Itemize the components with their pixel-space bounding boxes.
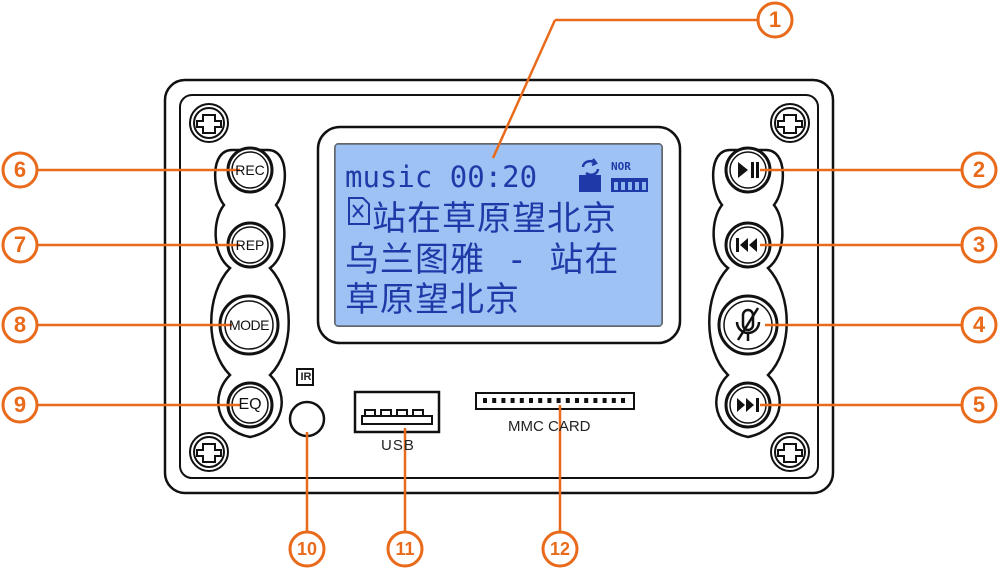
mmc-card-slot[interactable] (475, 392, 635, 410)
mmc-pin (519, 398, 524, 403)
next-track-button[interactable] (724, 381, 772, 429)
mmc-pin (501, 398, 506, 403)
rec-button-label: REC (235, 162, 265, 178)
callout-9: 9 (13, 392, 27, 417)
callout-11: 11 (395, 539, 415, 559)
callout-10: 10 (296, 539, 318, 559)
mode-button-label: MODE (229, 317, 270, 333)
lcd-eq-mode-badge: NOR (611, 160, 631, 173)
callout-6: 6 (13, 157, 27, 182)
callout-2: 2 (972, 157, 986, 182)
callout-4: 4 (972, 312, 986, 337)
screw-hole-bottom-right (770, 432, 810, 472)
ir-receiver (288, 400, 326, 438)
eq-button-label: EQ (238, 396, 262, 413)
screw-hole-bottom-left (189, 432, 229, 472)
mmc-pin (584, 398, 589, 403)
microphone-muted-icon (735, 307, 761, 341)
lcd-track-line: music 00:20 (345, 160, 538, 194)
ir-label: IR (300, 371, 312, 383)
callout-8: 8 (13, 312, 27, 337)
mmc-card-label: MMC CARD (508, 418, 591, 435)
usb-label: USB (381, 437, 415, 454)
mmc-pin (538, 398, 543, 403)
lcd-status-icon (579, 175, 601, 192)
mmc-pin (611, 398, 616, 403)
mmc-pin (556, 398, 561, 403)
left-button-chain (210, 148, 290, 439)
screw-hole-top-right (770, 103, 810, 143)
mmc-pin (602, 398, 607, 403)
board-outline (163, 78, 835, 495)
mmc-pin (621, 398, 625, 403)
play-pause-icon (738, 162, 759, 178)
callout-5: 5 (972, 392, 986, 417)
mmc-pin (565, 398, 570, 403)
mmc-pin (492, 398, 497, 403)
lcd-artist-line: 乌兰图雅 - 站在 (345, 240, 620, 280)
lcd-title-continued-line: 草原望北京 (345, 280, 520, 320)
rep-button-label: REP (235, 237, 265, 253)
mmc-pin (510, 398, 515, 403)
microphone-mute-button[interactable] (717, 294, 779, 356)
ir-label-box (296, 368, 314, 386)
repeat-icon (581, 158, 600, 177)
mode-button[interactable] (218, 294, 280, 356)
leader-1-diagonal (491, 19, 557, 159)
callout-leaders (38, 18, 961, 532)
callout-3: 3 (972, 232, 986, 257)
next-track-icon (737, 398, 759, 412)
previous-track-icon (736, 238, 757, 252)
lcd-title-line: 站在草原望北京 (372, 199, 617, 239)
mmc-pin (547, 398, 552, 403)
mmc-pin (593, 398, 598, 403)
mmc-pin (529, 398, 533, 403)
mmc-pin (575, 398, 579, 403)
screw-hole-top-left (189, 103, 229, 143)
mmc-slot-pins (483, 398, 625, 403)
callout-7: 7 (13, 232, 27, 257)
callout-12: 12 (549, 539, 571, 559)
file-icon (348, 197, 370, 225)
callout-1: 1 (768, 7, 782, 32)
usb-port[interactable] (353, 390, 441, 434)
mmc-pin (483, 398, 487, 403)
right-button-chain (708, 148, 788, 439)
